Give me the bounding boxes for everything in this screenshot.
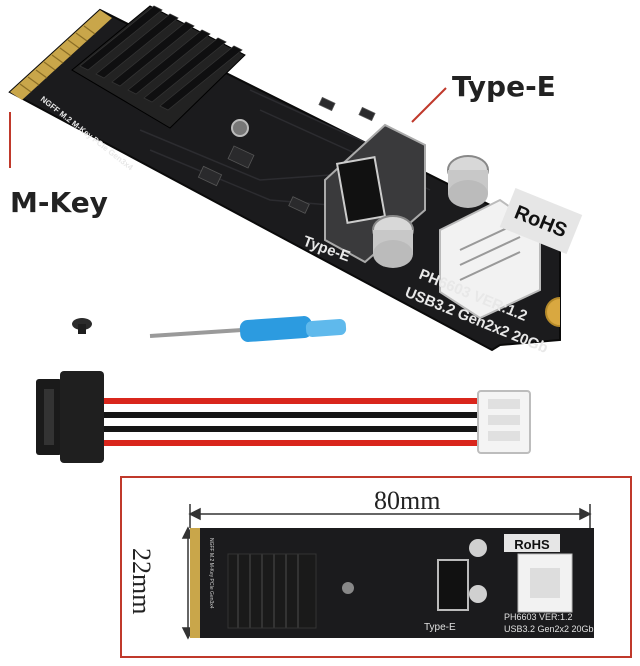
cable-4pin-connector — [477, 390, 531, 454]
dimension-drawing: RoHS Type-E PH6603 VER:1.2 USB3.2 Gen2x2… — [181, 504, 594, 640]
smd-components — [197, 96, 376, 214]
width-dimension-arrow — [188, 504, 592, 528]
rohs-mark-dim: RoHS — [514, 537, 550, 552]
cable-wires — [104, 398, 480, 446]
screw — [72, 318, 92, 334]
width-dimension-label: 80mm — [374, 486, 441, 515]
rohs-mark-top: RoHS — [499, 188, 583, 254]
mount-notch — [545, 297, 561, 327]
heatsink — [71, 5, 246, 129]
model-text-dim: PH6603 VER:1.2 — [504, 612, 573, 622]
height-dimension-label: 22mm — [127, 548, 156, 615]
sata-plug — [36, 371, 104, 463]
pcb-flat — [190, 528, 594, 638]
type-e-label: Type-E — [452, 70, 556, 103]
type-e-callout-line — [411, 87, 447, 123]
screwdriver — [149, 316, 347, 342]
spec-text-dim: USB3.2 Gen2x2 20Gb — [504, 624, 594, 634]
screw-hole — [231, 119, 249, 137]
capacitors — [372, 155, 489, 268]
sata-power-cable — [36, 371, 531, 463]
silk-type-e-dim: Type-E — [424, 622, 456, 633]
pcb-side-text-dim: NGFF M.2 M-Key PCIe Gen3x4 — [208, 538, 214, 609]
m2-board-photo: RoHS Type-E PH6603 VER:1.2 USB3.2 Gen2x2… — [8, 5, 583, 357]
dimension-panel — [120, 476, 632, 658]
m-key-label: M-Key — [10, 186, 108, 219]
